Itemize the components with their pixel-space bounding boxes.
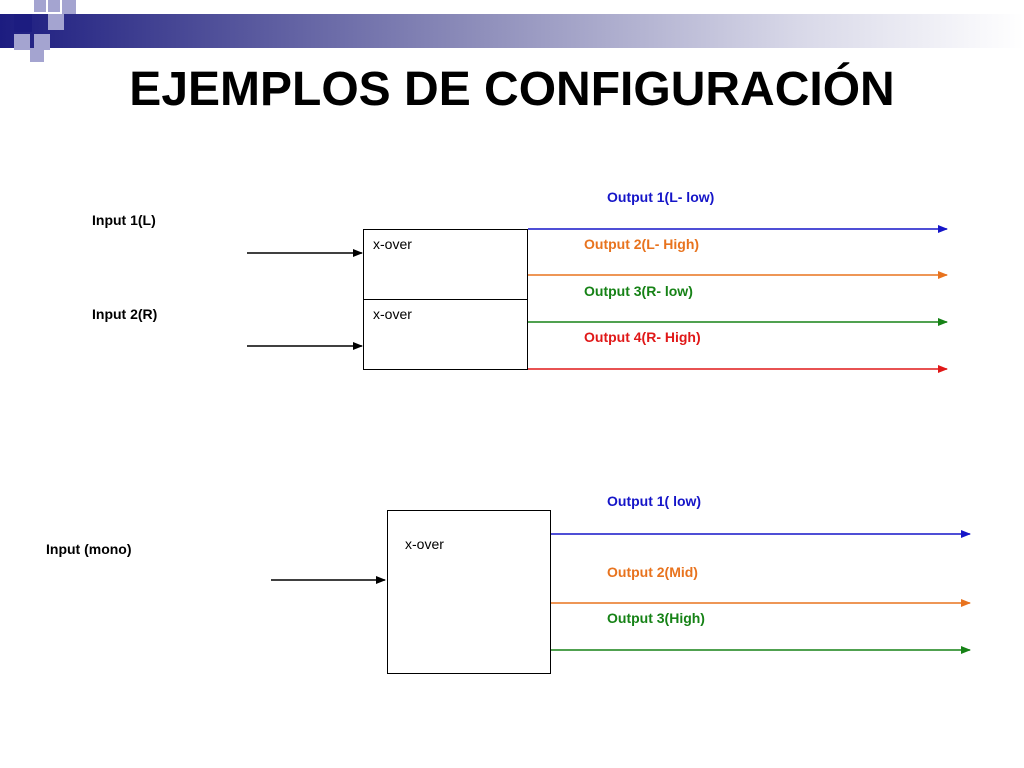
- xover-block-mono: [387, 510, 551, 674]
- input-1-label: Input 1(L): [92, 212, 156, 228]
- mono-input-label: Input (mono): [46, 541, 132, 557]
- mono-output-1-label: Output 1( low): [607, 493, 702, 509]
- output-3-label: Output 3(R- low): [584, 283, 693, 299]
- header-gradient-bar: [0, 14, 1024, 48]
- xover-block-1: [363, 229, 528, 300]
- xover-block-1-label: x-over: [373, 236, 412, 252]
- xover-block-2-label: x-over: [373, 306, 412, 322]
- mono-output-2-label: Output 2(Mid): [607, 564, 698, 580]
- xover-block-mono-label: x-over: [405, 536, 444, 552]
- mono-output-3-label: Output 3(High): [607, 610, 705, 626]
- page-title: EJEMPLOS DE CONFIGURACIÓN: [129, 63, 895, 116]
- output-2-label: Output 2(L- High): [584, 236, 700, 252]
- xover-block-2: [363, 299, 528, 370]
- logo-squares-icon: [0, 0, 80, 64]
- input-2-label: Input 2(R): [92, 306, 158, 322]
- output-4-label: Output 4(R- High): [584, 329, 701, 345]
- output-1-label: Output 1(L- low): [607, 189, 715, 205]
